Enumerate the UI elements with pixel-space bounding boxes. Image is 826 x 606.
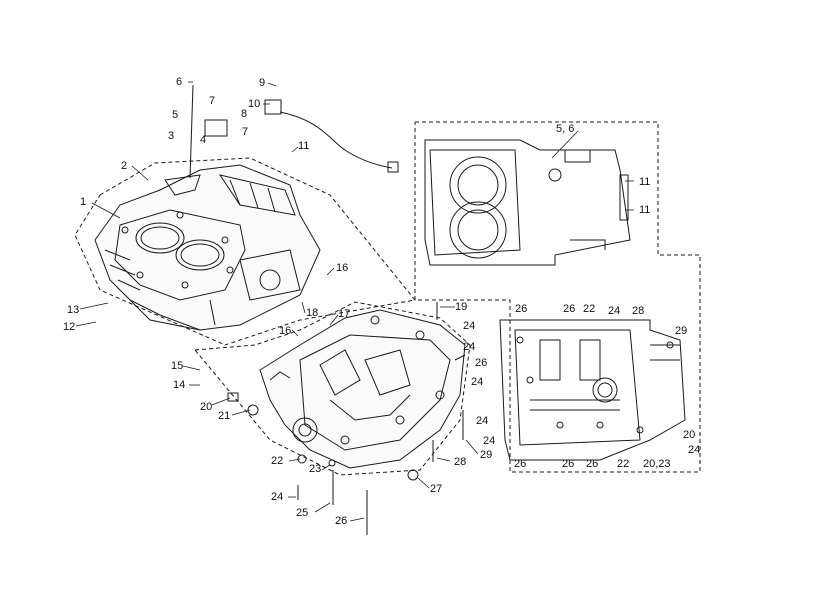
callout-24-inset-d: 24 [476,415,489,427]
callout-26-inset-f: 26 [586,458,599,470]
callout-6: 6 [176,76,183,88]
callout-11-main: 11 [298,140,310,152]
callout-24-inset-e: 24 [483,435,496,447]
callout-5-6-inset: 5, 6 [556,123,575,135]
sensor-wire [279,111,393,169]
callout-22-inset-b: 22 [617,458,630,470]
callout-11-inset-b: 11 [639,204,651,216]
callout-29-inset: 29 [675,325,688,337]
callout-24: 24 [271,491,284,503]
callout-29: 29 [480,449,493,461]
callout-20-inset: 20 [683,429,696,441]
inset-upper-view [424,139,631,266]
callout-14: 14 [173,379,186,391]
leader-lines [75,81,634,522]
callout-5: 5 [172,109,179,121]
nut-27 [407,469,419,481]
callout-4: 4 [200,134,207,146]
callout-20-23-inset: 20,23 [643,458,671,470]
tensioner [204,119,228,137]
callout-22: 22 [271,455,284,467]
lower-case-group-outline [194,301,471,476]
switch-20 [227,392,239,402]
callout-26-inset-e: 26 [562,458,575,470]
callout-13: 13 [67,304,80,316]
callout-15: 15 [171,360,184,372]
callout-26-inset-b: 26 [563,303,576,315]
callout-12: 12 [63,321,76,333]
callout-26-inset-a: 26 [515,303,528,315]
sensor-body [264,99,282,115]
callout-27: 27 [430,483,443,495]
callout-20: 20 [200,401,213,413]
callout-24-inset-f: 24 [608,305,621,317]
callout-8: 8 [241,108,248,120]
callout-22-inset-a: 22 [583,303,596,315]
lower-crankcase [259,309,466,469]
inset-lower-view [499,319,686,461]
callout-1: 1 [80,196,87,208]
callout-24-inset-b: 24 [463,341,476,353]
upper-case-group-outline [74,157,416,346]
washer-23 [328,459,336,467]
callout-26: 26 [335,515,348,527]
plug-21 [247,404,259,416]
callout-19: 19 [455,301,468,313]
upper-crankcase [94,164,321,331]
callout-24-inset-g: 24 [688,444,701,456]
callout-25: 25 [296,507,309,519]
callout-7-top: 7 [209,95,216,107]
inset-frame-dashed [414,121,701,473]
callout-24-inset-c: 24 [471,376,484,388]
callout-7-right: 7 [242,126,249,138]
callout-24-inset-a: 24 [463,320,476,332]
callout-28-inset: 28 [632,305,645,317]
callout-16-upper: 16 [336,262,349,274]
callout-16-lower: 16 [279,325,292,337]
callout-18: 18 [306,307,319,319]
callout-3: 3 [168,130,175,142]
callout-11-inset-a: 11 [639,176,651,188]
callout-26-inset-d: 26 [514,458,527,470]
sensor-connector [387,161,399,173]
callout-28: 28 [454,456,467,468]
bolt-6 [189,84,194,179]
callout-9: 9 [259,77,266,89]
callout-26-inset-c: 26 [475,357,488,369]
callout-2: 2 [121,160,128,172]
callout-17: 17 [338,308,351,320]
callout-23: 23 [309,463,322,475]
callout-21: 21 [218,410,231,422]
callout-10: 10 [248,98,261,110]
